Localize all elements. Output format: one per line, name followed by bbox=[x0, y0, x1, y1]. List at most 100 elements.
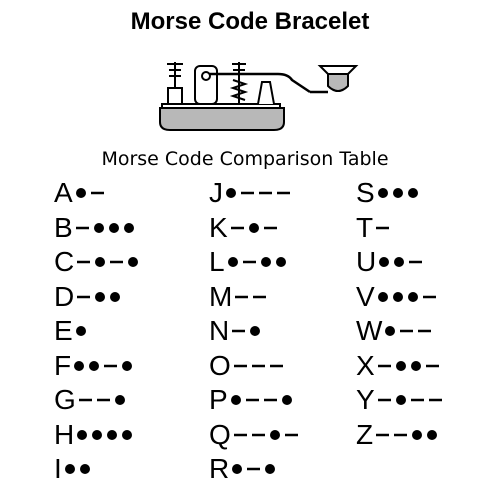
morse-dot bbox=[107, 429, 118, 440]
morse-entry: E bbox=[54, 316, 87, 346]
morse-code-symbols bbox=[376, 226, 390, 229]
morse-letter: N bbox=[209, 315, 230, 346]
morse-code-symbols bbox=[379, 257, 423, 267]
morse-dot bbox=[64, 464, 75, 474]
morse-dot bbox=[79, 464, 90, 474]
morse-dot bbox=[75, 326, 86, 336]
morse-code-symbols bbox=[77, 257, 139, 267]
morse-code-symbols bbox=[235, 295, 267, 298]
morse-dot bbox=[394, 257, 405, 267]
morse-dash bbox=[96, 398, 110, 402]
morse-dash bbox=[75, 226, 89, 229]
morse-dash bbox=[233, 364, 247, 367]
morse-dot bbox=[410, 360, 421, 371]
morse-entry: I bbox=[54, 454, 91, 484]
morse-letter: B bbox=[54, 211, 73, 243]
morse-entry: D bbox=[54, 280, 121, 312]
morse-code-symbols bbox=[377, 360, 439, 371]
morse-letter: A bbox=[54, 177, 73, 208]
morse-letter: J bbox=[209, 177, 223, 208]
morse-dash bbox=[235, 295, 249, 298]
morse-dot bbox=[93, 222, 104, 233]
morse-entry: U bbox=[356, 247, 423, 277]
morse-entry: B bbox=[54, 211, 135, 243]
morse-dot bbox=[108, 222, 119, 233]
morse-dash bbox=[277, 191, 290, 195]
morse-dot bbox=[265, 464, 276, 474]
morse-dash bbox=[428, 398, 442, 402]
morse-entry: M bbox=[209, 280, 267, 312]
morse-entry: A bbox=[54, 178, 105, 208]
morse-code-symbols bbox=[75, 222, 134, 233]
morse-dot bbox=[123, 222, 134, 233]
morse-entry: J bbox=[209, 178, 291, 208]
morse-code-symbols bbox=[75, 188, 104, 198]
morse-dot bbox=[128, 257, 139, 267]
morse-dash bbox=[77, 260, 91, 264]
morse-dash bbox=[263, 398, 277, 402]
morse-code-symbols bbox=[230, 222, 277, 233]
morse-dot bbox=[110, 291, 121, 302]
morse-entry: H bbox=[54, 418, 133, 450]
morse-code-symbols bbox=[377, 188, 418, 198]
morse-letter: M bbox=[209, 280, 233, 312]
morse-code-symbols bbox=[75, 326, 86, 336]
morse-letter: F bbox=[54, 349, 72, 381]
morse-letter: R bbox=[209, 453, 230, 484]
morse-code-symbols bbox=[77, 291, 121, 302]
morse-dash bbox=[78, 398, 92, 402]
morse-dot bbox=[395, 395, 406, 405]
morse-dot bbox=[227, 257, 238, 267]
morse-dot bbox=[260, 257, 271, 267]
morse-dot bbox=[89, 360, 100, 371]
morse-entry: K bbox=[209, 211, 278, 243]
morse-dash bbox=[247, 467, 261, 471]
morse-dash bbox=[377, 398, 391, 402]
morse-code-symbols bbox=[77, 429, 133, 440]
morse-letter: T bbox=[356, 211, 374, 243]
morse-dash bbox=[230, 226, 244, 229]
morse-entry: O bbox=[209, 349, 284, 381]
morse-letter: Q bbox=[209, 418, 231, 450]
morse-code-symbols bbox=[233, 429, 298, 440]
morse-dot bbox=[377, 188, 388, 198]
morse-dash bbox=[418, 329, 432, 333]
morse-dot bbox=[77, 429, 88, 440]
morse-dash bbox=[251, 364, 265, 367]
morse-dot bbox=[230, 395, 241, 405]
morse-entry: F bbox=[54, 349, 133, 381]
morse-dash bbox=[242, 260, 256, 264]
morse-dash bbox=[394, 433, 408, 436]
morse-letter: K bbox=[209, 211, 228, 243]
page-title: Morse Code Bracelet bbox=[130, 8, 370, 35]
morse-letter: G bbox=[54, 384, 76, 415]
morse-dot bbox=[122, 360, 133, 371]
morse-code-symbols bbox=[232, 464, 276, 474]
morse-letter: I bbox=[54, 453, 62, 484]
morse-dash bbox=[245, 398, 259, 402]
morse-letter: O bbox=[209, 349, 231, 381]
morse-dot bbox=[407, 291, 418, 302]
morse-dash bbox=[284, 433, 298, 436]
morse-dot bbox=[407, 188, 418, 198]
morse-dash bbox=[251, 433, 265, 436]
morse-entry: X bbox=[356, 349, 440, 381]
morse-entry: R bbox=[209, 454, 276, 484]
morse-letter: H bbox=[54, 418, 75, 450]
morse-dash bbox=[425, 364, 439, 367]
morse-dot bbox=[114, 395, 125, 405]
morse-letter: L bbox=[209, 246, 225, 277]
morse-dash bbox=[400, 329, 414, 333]
morse-dot bbox=[250, 326, 261, 336]
morse-letter: S bbox=[356, 177, 375, 208]
morse-dot bbox=[392, 291, 403, 302]
morse-code-symbols bbox=[377, 395, 442, 405]
morse-dash bbox=[409, 260, 423, 264]
morse-dash bbox=[90, 191, 104, 195]
morse-dot bbox=[281, 395, 292, 405]
morse-letter: D bbox=[54, 280, 75, 312]
telegraph-key-icon bbox=[159, 62, 359, 131]
morse-letter: X bbox=[356, 349, 375, 381]
table-subtitle: Morse Code Comparison Table bbox=[101, 148, 389, 170]
morse-dash bbox=[376, 226, 390, 229]
